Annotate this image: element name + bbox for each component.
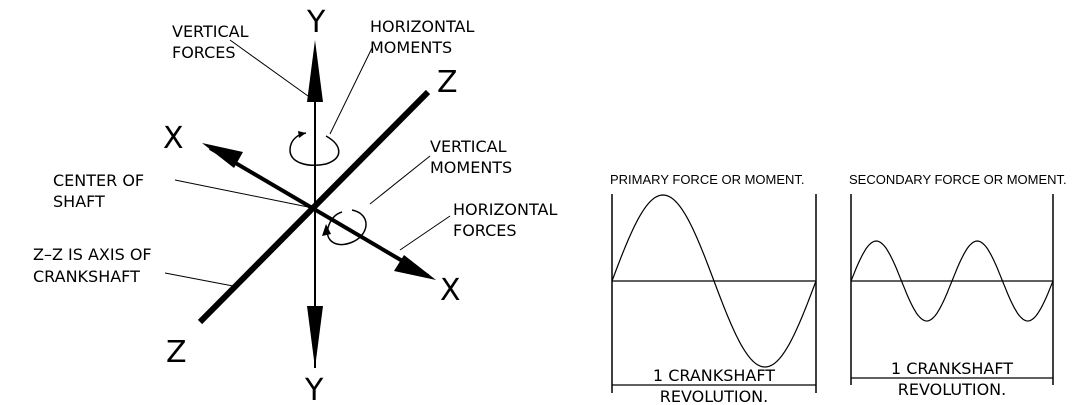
vertical-moments-callout: VERTICAL MOMENTS (369, 137, 512, 205)
center-of-shaft-label-line2: SHAFT (53, 192, 105, 211)
horizontal-forces-label-line1: HORIZONTAL (453, 200, 557, 219)
secondary-plot: SECONDARY FORCE OR MOMENT. 1 CRANKSHAFT … (849, 172, 1067, 399)
axes-diagram: Y Y Z Z X X VERTICAL FORCES HORIZONTAL M… (33, 5, 557, 405)
y-axis-arrow-up (307, 40, 323, 102)
horizontal-moments-callout: HORIZONTAL MOMENTS (329, 17, 474, 135)
vertical-forces-leader (229, 39, 309, 97)
primary-plot-revolution-label-line1: 1 CRANKSHAFT (653, 366, 775, 385)
horizontal-moments-arrowhead (298, 131, 306, 138)
crankshaft-axis-leader (164, 272, 234, 287)
vertical-moments-leader (369, 155, 431, 205)
x-left-label: X (163, 121, 184, 156)
secondary-plot-title: SECONDARY FORCE OR MOMENT. (849, 172, 1067, 187)
vertical-moments-rotation-icon (326, 209, 367, 246)
x-axis-arrow-left (202, 143, 243, 168)
primary-plot-title: PRIMARY FORCE OR MOMENT. (610, 172, 805, 187)
vertical-forces-label-line1: VERTICAL (172, 22, 249, 41)
x-axis-line (208, 146, 430, 278)
horizontal-moments-label-line1: HORIZONTAL (370, 17, 474, 36)
secondary-plot-sine-wave (850, 240, 1054, 322)
secondary-plot-revolution-label-line1: 1 CRANKSHAFT (891, 359, 1013, 378)
primary-plot: PRIMARY FORCE OR MOMENT. 1 CRANKSHAFT RE… (610, 172, 817, 405)
crankshaft-axis-label-line2: CRANKSHAFT (33, 267, 140, 286)
vertical-forces-callout: VERTICAL FORCES (172, 22, 309, 97)
crankshaft-axis-callout: Z–Z IS AXIS OF CRANKSHAFT (33, 245, 234, 287)
z-bottom-label: Z (166, 335, 187, 370)
vertical-moments-label-line2: MOMENTS (430, 158, 512, 177)
center-of-shaft-callout: CENTER OF SHAFT (53, 171, 314, 211)
x-right-label: X (440, 273, 461, 308)
horizontal-moments-rotation-icon (289, 132, 340, 166)
vertical-moments-arrowhead (322, 224, 331, 236)
horizontal-forces-leader (399, 215, 451, 251)
center-of-shaft-leader (174, 179, 314, 209)
horizontal-forces-label-line2: FORCES (453, 221, 517, 240)
y-axis-arrow-down (307, 306, 323, 368)
center-of-shaft-label-line1: CENTER OF (53, 171, 144, 190)
secondary-plot-revolution-label-line2: REVOLUTION. (898, 380, 1006, 399)
vertical-forces-label-line2: FORCES (172, 43, 236, 62)
horizontal-moments-label-line2: MOMENTS (370, 38, 452, 57)
primary-plot-revolution-label-line2: REVOLUTION. (660, 387, 768, 405)
z-top-label: Z (437, 65, 458, 100)
y-top-label: Y (306, 5, 326, 40)
y-bottom-label: Y (304, 373, 324, 405)
horizontal-forces-callout: HORIZONTAL FORCES (399, 200, 557, 251)
primary-plot-sine-wave (611, 194, 817, 368)
horizontal-moments-leader (329, 47, 373, 135)
vertical-moments-label-line1: VERTICAL (430, 137, 507, 156)
crankshaft-axis-label-line1: Z–Z IS AXIS OF (33, 245, 152, 264)
x-axis-arrow-right (394, 255, 436, 280)
